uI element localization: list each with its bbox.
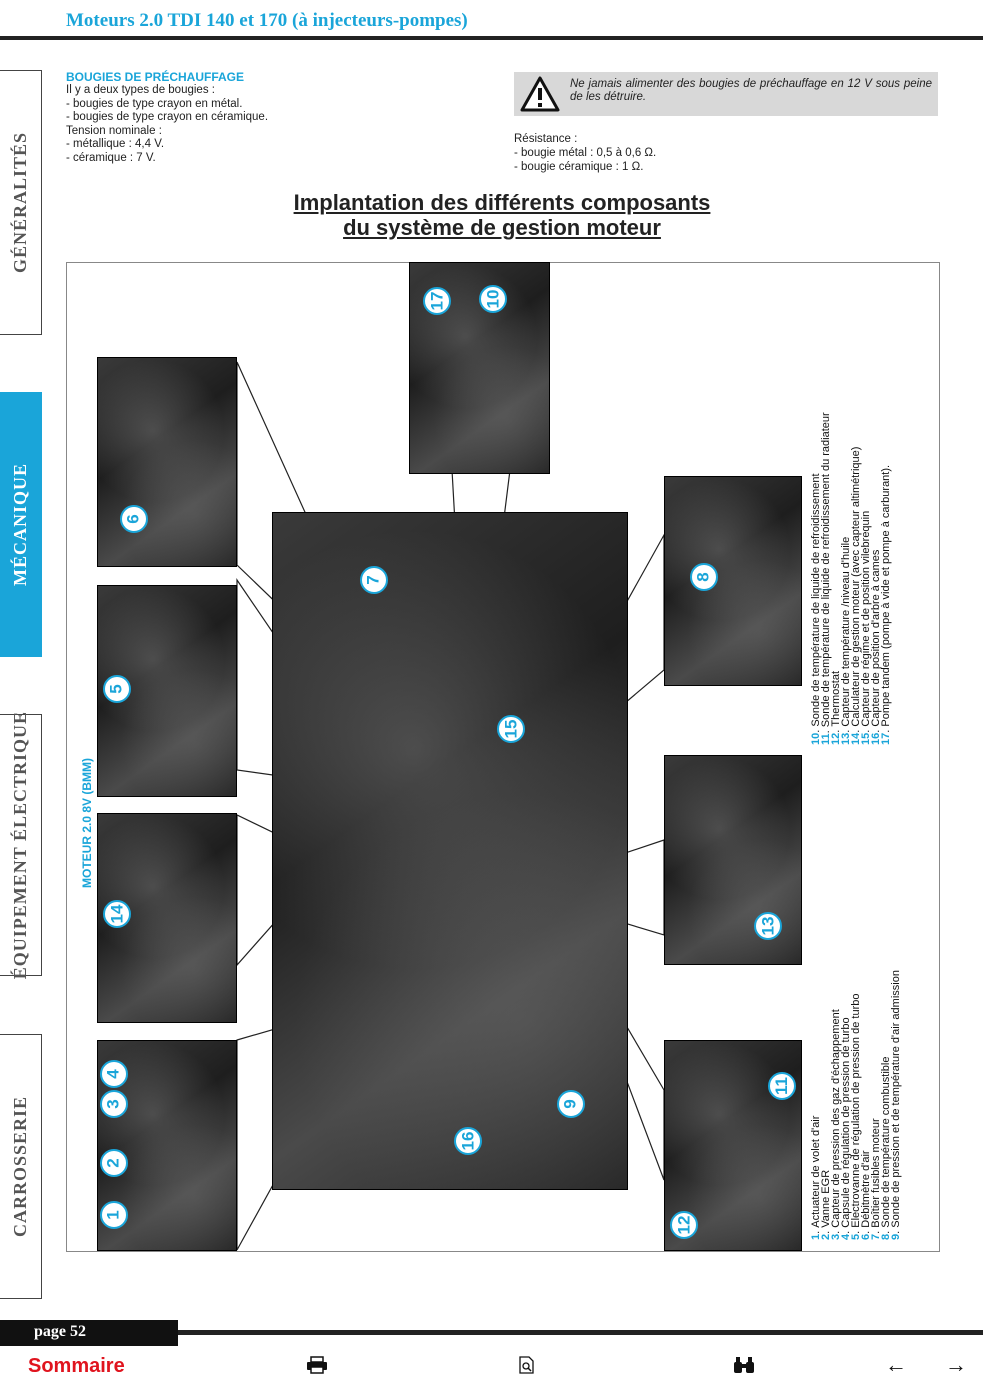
callout-badge-15: 15	[497, 715, 525, 743]
callout-badge-5: 5	[103, 675, 131, 703]
legend-item: 17. Pompe tandem (pompe à vide et pompe …	[880, 464, 892, 745]
figure-title: Implantation des différents composants d…	[240, 190, 764, 240]
callout-badge-2: 2	[100, 1149, 128, 1177]
tab-label: MÉCANIQUE	[10, 462, 30, 586]
section-heading: BOUGIES DE PRÉCHAUFFAGE	[66, 70, 245, 84]
callout-badge-16: 16	[454, 1127, 482, 1155]
page-search-icon[interactable]	[518, 1356, 536, 1374]
tab-label: GÉNÉRALITÉS	[10, 131, 30, 274]
callout-badge-9: 9	[557, 1090, 585, 1118]
figure-title-line-1: Implantation des différents composants	[293, 190, 711, 215]
document-title: Moteurs 2.0 TDI 140 et 170 (à injecteurs…	[66, 10, 468, 31]
tab-carrosserie[interactable]: CARROSSERIE	[0, 1034, 42, 1299]
arrow-left-icon[interactable]: ←	[885, 1352, 907, 1377]
callout-badge-8: 8	[690, 563, 718, 591]
callout-badge-3: 3	[100, 1090, 128, 1118]
header-rule	[0, 36, 983, 40]
footer-rule	[178, 1330, 983, 1335]
text-line: Résistance :	[514, 133, 578, 145]
inset-photo-fuel-temp	[664, 476, 802, 686]
glow-plug-text: Il y a deux types de bougies : - bougies…	[66, 84, 268, 165]
text-line: - bougie métal : 0,5 à 0,6 Ω.	[514, 147, 657, 159]
warning-box: Ne jamais alimenter des bougies de préch…	[514, 72, 938, 116]
tab-label: ÉQUIPEMENT ÉLECTRIQUE	[10, 710, 30, 980]
warning-text: Ne jamais alimenter des bougies de préch…	[570, 78, 932, 103]
callout-badge-7: 7	[360, 566, 388, 594]
text-line: - bougies de type crayon en métal.	[66, 97, 243, 110]
tab-equipement-electrique[interactable]: ÉQUIPEMENT ÉLECTRIQUE	[0, 710, 42, 980]
legend-item: 11. Sonde de température de liquide de r…	[820, 412, 832, 745]
engine-label: MOTEUR 2.0 8V (BMM)	[80, 757, 94, 888]
legend-item: 9. Sonde de pression et de température d…	[890, 970, 902, 1240]
callout-badge-12: 12	[670, 1211, 698, 1239]
binoculars-icon[interactable]	[732, 1356, 756, 1374]
tab-label: CARROSSERIE	[10, 1095, 30, 1238]
callout-badge-17: 17	[423, 287, 451, 315]
inset-photo-air-flow-meter	[97, 357, 237, 567]
callout-badge-14: 14	[103, 900, 131, 928]
text-line: - céramique : 7 V.	[66, 151, 156, 164]
warning-icon	[520, 76, 560, 112]
text-line: Il y a deux types de bougies :	[66, 84, 215, 96]
inset-photo-oil-sensor	[664, 755, 802, 965]
print-icon[interactable]	[306, 1356, 328, 1374]
text-line: - bougies de type crayon en céramique.	[66, 111, 269, 123]
callout-badge-4: 4	[100, 1060, 128, 1088]
text-line: - métallique : 4,4 V.	[66, 138, 165, 150]
callout-badge-6: 6	[120, 505, 148, 533]
page-number: page 52	[34, 1323, 86, 1340]
tab-mecanique[interactable]: MÉCANIQUE	[0, 392, 42, 657]
resistance-text: Résistance : - bougie métal : 0,5 à 0,6 …	[514, 132, 656, 174]
engine-bay-photo	[272, 512, 628, 1190]
callout-badge-11: 11	[768, 1072, 796, 1100]
sommaire-link[interactable]: Sommaire	[28, 1355, 125, 1377]
tab-generalites[interactable]: GÉNÉRALITÉS	[0, 70, 42, 335]
figure-title-line-2: du système de gestion moteur	[343, 215, 661, 240]
page-number-box: page 52	[0, 1320, 178, 1346]
inset-photo-turbo-valve	[97, 585, 237, 797]
callout-badge-10: 10	[479, 285, 507, 313]
text-line: - bougie céramique : 1 Ω.	[514, 161, 644, 173]
legend-column-2-wrap: 10. Sonde de température de liquide de r…	[810, 0, 892, 745]
arrow-right-icon[interactable]: →	[945, 1352, 967, 1377]
text-line: Tension nominale :	[66, 124, 162, 137]
callout-badge-1: 1	[100, 1201, 128, 1229]
callout-badge-13: 13	[754, 912, 782, 940]
